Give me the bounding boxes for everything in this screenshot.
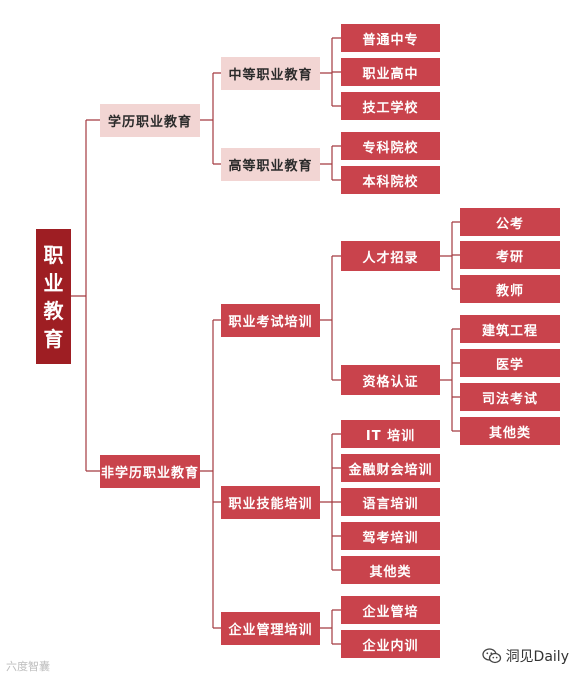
secondary-node: 中等职业教育 [221, 57, 320, 90]
wechat-icon [481, 648, 501, 664]
skill-item: 其他类 [341, 556, 440, 584]
skill-item: 驾考培训 [341, 522, 440, 550]
academic-node: 学历职业教育 [100, 104, 200, 137]
root-char: 育 [43, 326, 64, 351]
recruit-item: 公考 [460, 208, 560, 236]
root-char: 教 [43, 298, 64, 323]
watermark-left: 六度智囊 [6, 660, 50, 673]
skill-item: IT 培训 [341, 420, 440, 448]
cert-item: 医学 [460, 349, 560, 377]
mgmt-item: 企业内训 [341, 630, 440, 658]
secondary-item: 普通中专 [341, 24, 440, 52]
cert-item: 司法考试 [460, 383, 560, 411]
higher-node: 高等职业教育 [221, 148, 320, 181]
secondary-item: 职业高中 [341, 58, 440, 86]
skill-training-node: 职业技能培训 [221, 486, 320, 519]
higher-item: 本科院校 [341, 166, 440, 194]
watermark-right: 洞见Daily [481, 646, 569, 666]
mgmt-item: 企业管培 [341, 596, 440, 624]
cert-item: 其他类 [460, 417, 560, 445]
cert-node: 资格认证 [341, 365, 440, 395]
recruit-node: 人才招录 [341, 241, 440, 271]
recruit-item: 教师 [460, 275, 560, 303]
higher-item: 专科院校 [341, 132, 440, 160]
skill-item: 金融财会培训 [341, 454, 440, 482]
cert-item: 建筑工程 [460, 315, 560, 343]
recruit-item: 考研 [460, 241, 560, 269]
root-char: 职 [43, 242, 64, 267]
secondary-item: 技工学校 [341, 92, 440, 120]
mgmt-training-node: 企业管理培训 [221, 612, 320, 645]
root-char: 业 [43, 270, 64, 295]
nonacademic-node: 非学历职业教育 [100, 455, 200, 488]
watermark-right-text: 洞见Daily [505, 649, 569, 665]
root-node: 职 业 教 育 [36, 229, 71, 364]
skill-item: 语言培训 [341, 488, 440, 516]
exam-training-node: 职业考试培训 [221, 304, 320, 337]
